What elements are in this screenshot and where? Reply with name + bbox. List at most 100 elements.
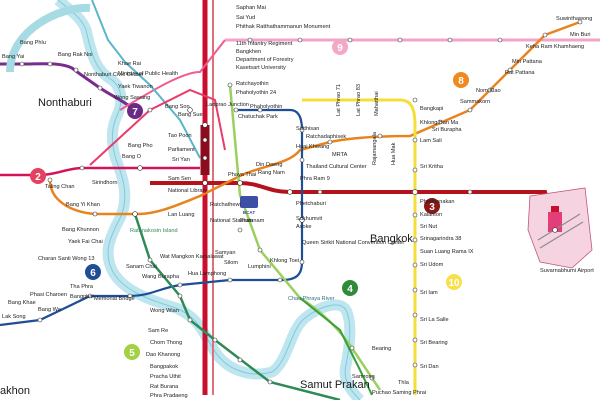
- line-teal: [91, 0, 201, 159]
- station-ratchayothin: Ratchayothin: [236, 81, 269, 87]
- bcat-icon: BCAT: [240, 196, 258, 215]
- area-bangkok: Bangkok: [370, 233, 413, 245]
- station-huai-khwang: Huai Khwang: [296, 144, 329, 150]
- station-phahon-24: Phaholyothin 24: [236, 90, 276, 96]
- badge-4-text: 4: [347, 284, 353, 295]
- station-bang-pho: Bang Pho: [128, 143, 153, 149]
- station-sanam-chai: Sanam Chai: [126, 264, 157, 270]
- station-sutthisan: Sutthisan: [296, 126, 319, 132]
- station-sai-yud: Sai Yud: [236, 15, 255, 21]
- station-lumphini: Lumphini: [248, 264, 271, 270]
- airport-area: [527, 187, 593, 269]
- station-chom-thong: Chom Thong: [150, 340, 182, 346]
- station-taling-chan: Taling Chan: [45, 184, 75, 190]
- station-ratchadaphisek: Ratchadaphisek: [306, 134, 346, 140]
- badge-3-text: 3: [429, 202, 435, 213]
- station-nom-klao: Nom Klao: [476, 88, 501, 94]
- station-ministry-health: Ministry of Public Health: [118, 71, 178, 77]
- station-bangkapi: Bangkapi: [420, 106, 443, 112]
- station-rat-burana: Rat Burana: [150, 384, 179, 390]
- station-suan-luang: Suan Luang Rama IX: [420, 249, 474, 255]
- station-tao-poon: Tao Poon: [168, 133, 192, 139]
- station-sam-re: Sam Re: [148, 328, 168, 334]
- station-labels: Bang Yai Bang Phlu Bang Rak Noi Nonthabu…: [2, 5, 592, 399]
- station-thailand-cc: Thailand Cultural Center: [306, 164, 367, 170]
- airport-label: Suvarnabhumi Airport: [540, 268, 594, 274]
- station-regiment: 11th Infantry Regiment: [236, 41, 293, 47]
- station-wang-burapha: Wang Burapha: [142, 274, 180, 280]
- line-light-ring: [6, 3, 91, 73]
- station-sri-udom: Sri Udom: [420, 262, 444, 268]
- badge-10-text: 10: [448, 278, 460, 289]
- station-memorial-bridge: Memorial Bridge: [94, 296, 135, 302]
- station-keha: Keha Ram Khamhaeng: [526, 44, 584, 50]
- station-lat-phrao-71: Lat Phrao 71: [336, 84, 342, 116]
- station-wongwian-yai: Wong Wian: [150, 308, 179, 314]
- station-bang-yai: Bang Yai: [2, 54, 24, 60]
- badge-7-text: 7: [132, 107, 138, 118]
- station-dao-khanong: Dao Khanong: [146, 352, 180, 358]
- station-bang-khunnon: Bang Khunnon: [62, 227, 99, 233]
- badge-6-text: 6: [90, 268, 96, 279]
- station-sri-yan: Sri Yan: [172, 157, 190, 163]
- station-bang-wa: Bang Wa: [38, 307, 62, 313]
- station-lak-song: Lak Song: [2, 314, 26, 320]
- station-ladprao-junction: Ladprao Junction: [206, 102, 249, 108]
- line-badge-3: 3: [424, 198, 440, 214]
- station-rang-nam: Rang Nam: [258, 170, 285, 176]
- line-badge-6: 6: [85, 264, 101, 280]
- badge-9-text: 9: [337, 43, 343, 54]
- station-dots: [19, 19, 583, 385]
- area-partial-left: akhon: [0, 385, 30, 397]
- station-sri-bearing: Sri Bearing: [420, 340, 448, 346]
- station-qsncc: Queen Sirikit National Convention Center: [302, 240, 404, 246]
- station-phra-pradaeng: Phra Pradaeng: [150, 393, 188, 399]
- line-badge-10: 10: [446, 274, 462, 290]
- station-forestry: Department of Forestry: [236, 57, 294, 63]
- station-phra-ram-9: Phra Ram 9: [300, 176, 330, 182]
- station-parliament: Parliament: [168, 147, 195, 153]
- station-phaholyothin: Phaholyothin: [250, 104, 282, 110]
- station-hua-lamphong: Hua Lamphong: [188, 271, 226, 277]
- station-srinagarindra-38: Srinagarindra 38: [420, 236, 461, 242]
- station-sri-la-salle: Sri La Salle: [420, 317, 449, 323]
- area-samut-prakan: Samut Prakan: [300, 379, 370, 391]
- station-saphan-mai: Saphan Mai: [236, 5, 266, 11]
- station-asoke: Asoke: [296, 224, 312, 230]
- station-sirindhorn: Sirindhorn: [92, 180, 118, 186]
- station-khlong-toei: Khlong Toei: [270, 258, 299, 264]
- station-sri-kritha: Sri Kritha: [420, 164, 444, 170]
- station-kalanton: Kalanton: [420, 212, 442, 218]
- station-bang-o: Bang O: [122, 154, 142, 160]
- river-label: Chao Phraya River: [288, 296, 335, 302]
- station-bang-son: Bang Son: [165, 104, 190, 110]
- station-mrta: MRTA: [332, 152, 348, 158]
- area-nonthaburi: Nonthaburi: [38, 97, 92, 109]
- station-sri-iam: Sri Iam: [420, 290, 438, 296]
- station-khlong-ban-ma: Khlong Ban Ma: [420, 120, 459, 126]
- station-rajamangala: Rajamangala: [372, 131, 378, 165]
- station-pracha-uthit: Pracha Uthit: [150, 374, 181, 380]
- line-yellow: [302, 98, 417, 395]
- station-national-stadium: National Stadium: [210, 218, 253, 224]
- station-pu-chao: Puchao Saming Phrai: [372, 390, 426, 396]
- station-monument-pr: Phithak Ratthathammanun Monument: [236, 24, 331, 30]
- line-badge-2: 2: [30, 168, 46, 184]
- line-badge-4: 4: [342, 280, 358, 296]
- station-sam-sen: Sam Sen: [168, 176, 191, 182]
- line-green-south: [299, 297, 373, 396]
- station-min-buri: Min Buri: [570, 32, 591, 38]
- badge-8-text: 8: [458, 76, 464, 87]
- line-pink-west: [119, 39, 226, 111]
- line-2-red-west: [0, 166, 200, 177]
- station-bang-phlu: Bang Phlu: [20, 40, 46, 46]
- station-hua-mak: Hua Mak: [391, 142, 397, 165]
- station-min-pattana: Min Pattana: [512, 59, 543, 65]
- chao-phraya-river-edge: [57, 0, 361, 400]
- station-charan-13: Charan Santi Wong 13: [38, 256, 95, 262]
- station-yaek-tiwanon: Yaek Tiwanon: [118, 84, 153, 90]
- station-ratchathewi: Ratchathewi: [210, 202, 241, 208]
- line-7-loop: [89, 88, 226, 166]
- station-ratanakosin: Ratanakosin Island: [130, 228, 178, 234]
